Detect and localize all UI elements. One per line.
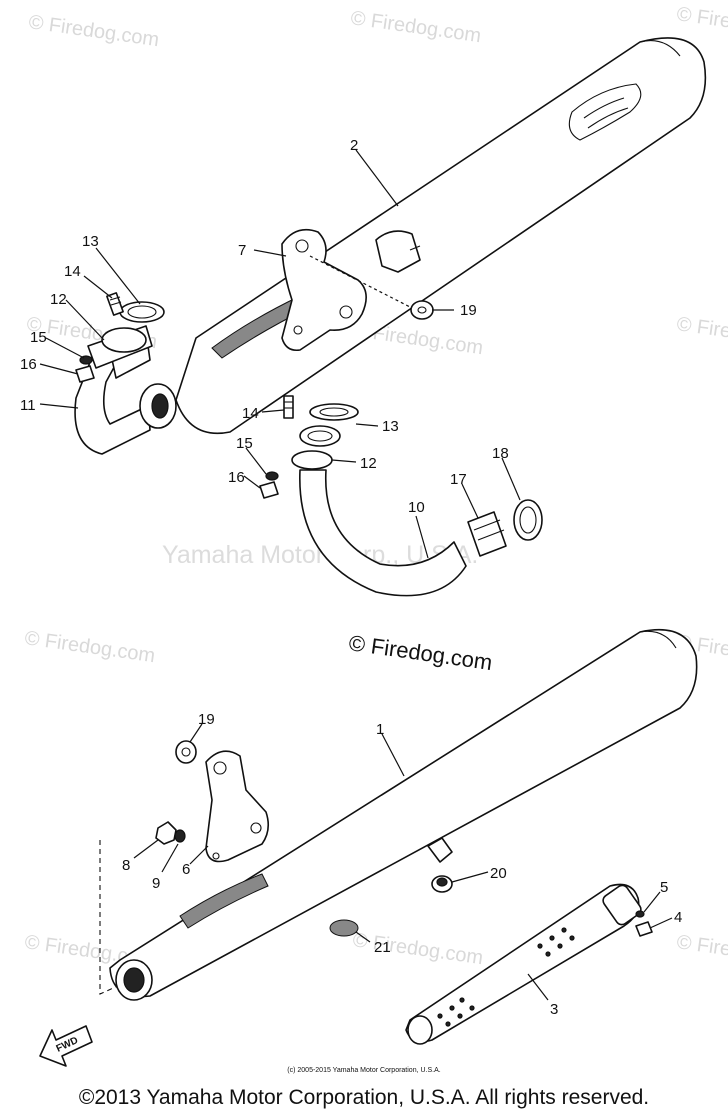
flange-12-lower (291, 450, 333, 470)
watermark-text: © Firedog.com (675, 931, 728, 971)
callout-8: 8 (122, 857, 130, 874)
washer-15-lower (265, 471, 279, 481)
gasket-13-lower (309, 403, 359, 421)
watermark-text: © Firedog.com (351, 929, 484, 969)
callout-16: 16 (20, 356, 37, 373)
screw-4 (635, 921, 653, 937)
callout-16-lower: 16 (228, 469, 245, 486)
callout-18: 18 (492, 445, 509, 462)
bracket-7 (281, 228, 367, 352)
callout-14: 14 (64, 263, 81, 280)
watermark-text: © Firedog.com (27, 11, 160, 51)
callout-12: 12 (50, 291, 67, 308)
callout-13: 13 (82, 233, 99, 250)
exhaust-pipe-10 (299, 469, 467, 597)
callout-21: 21 (374, 939, 391, 956)
watermark-text: © Firedog.com (675, 3, 728, 43)
callout-15: 15 (30, 329, 47, 346)
watermark-text: © Firedog.com (349, 7, 482, 47)
stud-14-lower (283, 395, 294, 419)
washer-19-lower (175, 740, 197, 764)
washer-5 (635, 910, 645, 918)
watermark-text: © Firedog.com (23, 627, 156, 667)
callout-1: 1 (376, 721, 384, 738)
lower-muffler-assembly (99, 628, 698, 1045)
callout-19-lower: 19 (198, 711, 215, 728)
bracket-6 (205, 750, 270, 863)
ring-nut-17 (467, 511, 507, 557)
flange-12-ring (101, 327, 147, 353)
callout-labels: 2 7 19 13 14 12 15 16 11 14 13 15 16 12 … (20, 137, 682, 1018)
gasket-18 (513, 499, 543, 541)
gasket-13 (119, 301, 165, 323)
watermark-text: © Firedog.com (675, 313, 728, 353)
callout-14-lower: 14 (242, 405, 259, 422)
damper-21 (329, 919, 359, 937)
callout-20: 20 (490, 865, 507, 882)
callout-15-lower: 15 (236, 435, 253, 452)
callout-9: 9 (152, 875, 160, 892)
footer-small-copyright: (c) 2005-2015 Yamaha Motor Corporation, … (287, 1067, 441, 1074)
callout-3: 3 (550, 1001, 558, 1018)
muffler-2-end-line (639, 40, 681, 57)
baffle-perforations (437, 927, 575, 1027)
upper-muffler-assembly (175, 37, 707, 434)
footer-copyright: ©2013 Yamaha Motor Corporation, U.S.A. A… (78, 1086, 650, 1109)
washer-19 (410, 300, 434, 320)
fwd-arrow: FWD (39, 1025, 93, 1067)
callout-6: 6 (182, 861, 190, 878)
nut-8 (155, 821, 177, 845)
nut-16 (75, 365, 95, 383)
watermark-main: © Firedog.com (347, 630, 494, 675)
callout-12-lower: 12 (360, 455, 377, 472)
muffler-2-tab (375, 230, 421, 273)
muffler-2-end-detail (568, 83, 642, 141)
muffler-2 (175, 37, 707, 434)
exhaust-pipe-10-group (259, 395, 543, 597)
leader-lines (39, 149, 673, 1001)
callout-10: 10 (408, 499, 425, 516)
muffler-1-heatshield (179, 873, 269, 929)
flange-12-lower-ring (299, 425, 341, 447)
callout-17: 17 (450, 471, 467, 488)
callout-7: 7 (238, 242, 246, 259)
callout-5: 5 (660, 879, 668, 896)
washer-9 (174, 829, 186, 843)
callout-13-lower: 13 (382, 418, 399, 435)
upper-left-flange-group (75, 292, 165, 383)
callout-2: 2 (350, 137, 358, 154)
callout-11: 11 (20, 397, 36, 414)
callout-19: 19 (460, 302, 477, 319)
callout-4: 4 (674, 909, 682, 926)
nut-16-lower (259, 481, 279, 499)
